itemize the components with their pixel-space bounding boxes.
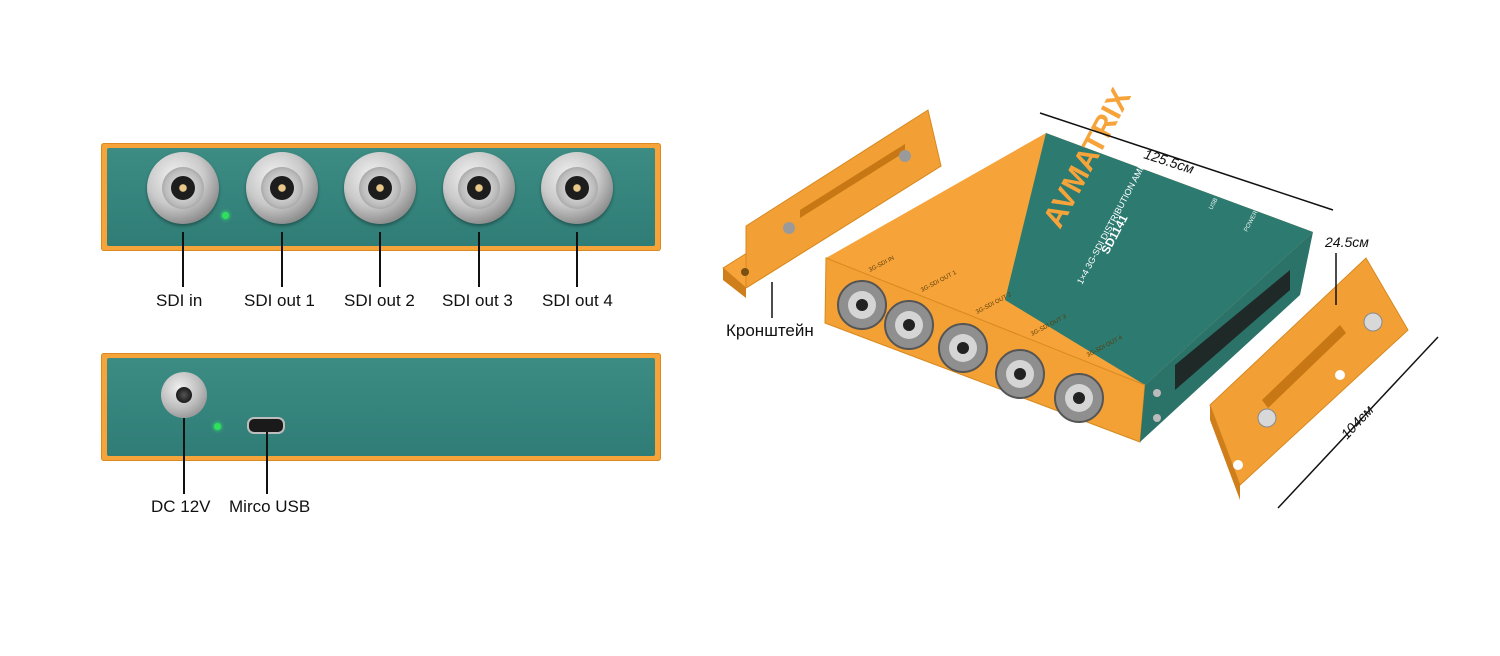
leader-line xyxy=(478,232,480,287)
sdi-out-4-label: SDI out 4 xyxy=(542,291,613,310)
sdi-out-1-label: SDI out 1 xyxy=(244,291,315,310)
dimension-line-width xyxy=(1277,336,1439,509)
bnc-connector-3d xyxy=(995,349,1045,399)
sdi-out-1-connector xyxy=(246,152,318,224)
bnc-connector-3d xyxy=(884,300,934,350)
height-dimension: 24.5см xyxy=(1324,234,1369,250)
sdi-out-2-connector xyxy=(344,152,416,224)
dc-power-jack xyxy=(161,372,207,418)
sdi-in-label: SDI in xyxy=(156,291,203,310)
left-bracket xyxy=(722,109,942,298)
sdi-out-3-label: SDI out 3 xyxy=(442,291,513,310)
right-bracket xyxy=(1209,257,1409,500)
leader-line xyxy=(281,232,283,287)
dimension-line-length xyxy=(1039,112,1334,211)
bnc-connector-3d xyxy=(837,280,887,330)
micro-usb-port xyxy=(249,419,283,432)
leader-line xyxy=(576,232,578,287)
leader-line xyxy=(266,432,268,494)
bnc-connector-3d xyxy=(1054,373,1104,423)
sdi-out-3-connector xyxy=(443,152,515,224)
rear-power-led xyxy=(214,423,221,430)
leader-line xyxy=(379,232,381,287)
dc-12v-label: DC 12V xyxy=(151,497,211,516)
sdi-in-connector xyxy=(147,152,219,224)
front-power-led xyxy=(222,212,229,219)
usb-indicator-label: USB xyxy=(1208,197,1219,211)
width-dimension: 104см xyxy=(1337,402,1376,442)
leader-line xyxy=(183,418,185,494)
leader-line xyxy=(182,232,184,287)
sdi-out-4-connector xyxy=(541,152,613,224)
bnc-connector-3d xyxy=(938,323,988,373)
sdi-out-2-label: SDI out 2 xyxy=(344,291,415,310)
bracket-label: Кронштейн xyxy=(726,321,814,340)
micro-usb-label: Mirco USB xyxy=(229,497,311,516)
